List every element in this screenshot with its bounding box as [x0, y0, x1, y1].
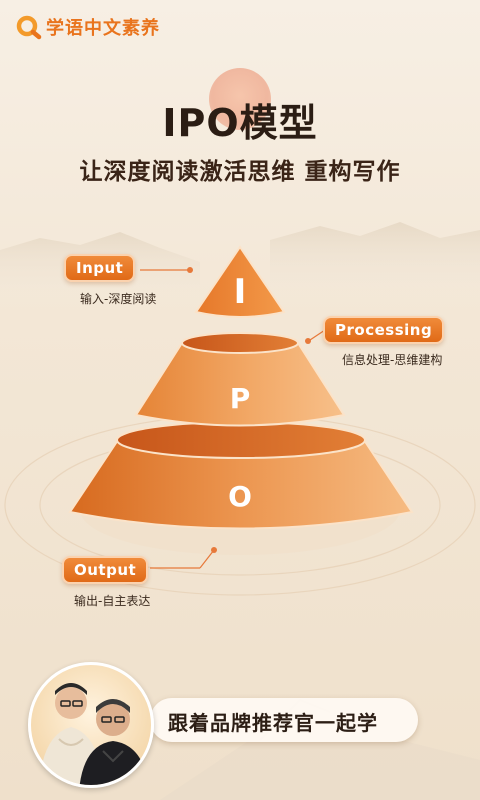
input-caption: 输入-深度阅读	[80, 292, 157, 306]
recommender-banner[interactable]	[150, 698, 418, 742]
output-caption: 输出-自主表达	[74, 594, 151, 608]
input-connector-dot	[187, 267, 193, 273]
recommender-avatar	[28, 662, 154, 788]
output-connector-dot	[211, 547, 217, 553]
pyramid-letter-output: O	[228, 480, 252, 513]
pyramid-tier-output	[68, 421, 414, 530]
processing-tag: Processing	[323, 316, 445, 344]
page-subtitle: 让深度阅读激活思维 重构写作	[79, 159, 401, 185]
output-tag: Output	[62, 556, 149, 584]
recommender-banner-text: 跟着品牌推荐官一起学	[168, 711, 378, 735]
mountain-right	[270, 222, 480, 300]
brand-logo[interactable]: 学语中文素养	[16, 14, 160, 40]
pyramid-letter-input: I	[233, 272, 247, 312]
page-title: IPO模型	[162, 101, 318, 145]
book-decoration	[160, 731, 480, 800]
pyramid-tier-processing	[134, 332, 346, 427]
input-tag: Input	[64, 254, 136, 282]
processing-caption: 信息处理-思维建构	[342, 353, 443, 367]
processing-connector-dot	[305, 338, 311, 344]
brand-name: 学语中文素养	[46, 18, 160, 39]
sun-decoration	[209, 68, 271, 130]
magnifier-ring-icon	[16, 15, 42, 40]
pyramid-letter-processing: P	[229, 382, 251, 415]
pyramid-tier-input	[194, 245, 286, 318]
people-illustration	[39, 683, 149, 785]
processing-connector	[309, 329, 326, 341]
